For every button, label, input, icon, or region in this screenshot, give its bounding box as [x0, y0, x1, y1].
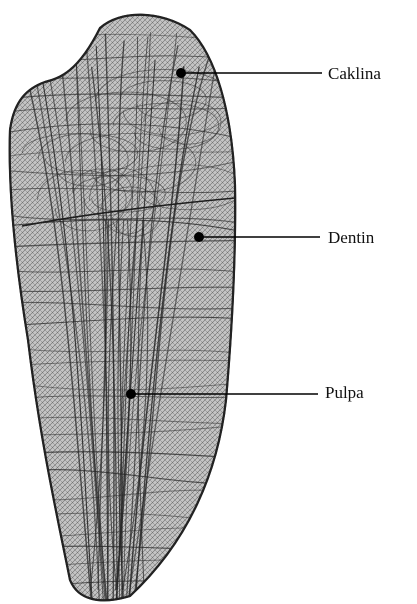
- pulp-label: Pulpa: [325, 383, 364, 402]
- tooth-body: [0, 15, 244, 601]
- dentin-label: Dentin: [328, 228, 375, 247]
- enamel-label: Caklina: [328, 64, 381, 83]
